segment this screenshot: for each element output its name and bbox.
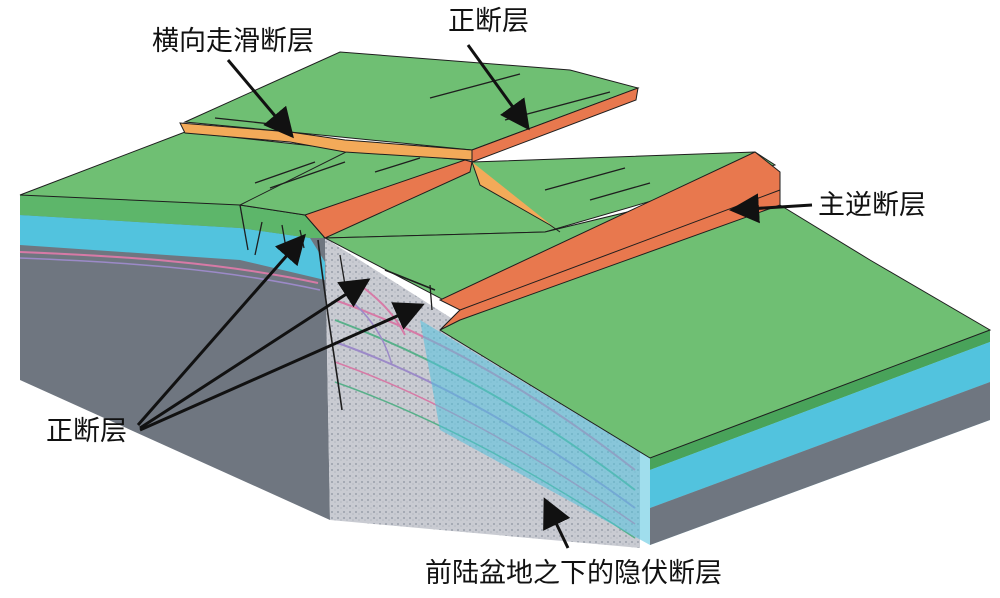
left-block-front-face xyxy=(19,195,330,520)
label-normal-fault-top: 正断层 xyxy=(448,6,529,37)
label-normal-fault-left: 正断层 xyxy=(46,416,127,447)
arrow-strike-slip xyxy=(226,59,294,139)
arrow-normal-fault-left-1 xyxy=(136,233,306,426)
label-main-thrust-fault: 主逆断层 xyxy=(818,190,926,221)
normal-fault-scarp xyxy=(471,87,639,163)
arrow-normal-fault-left-2 xyxy=(139,278,371,430)
label-strike-slip-fault: 横向走滑断层 xyxy=(152,26,314,57)
annotation-arrows xyxy=(136,44,813,549)
arrow-normal-fault-left-3 xyxy=(139,302,425,432)
right-block-front-face xyxy=(420,320,990,545)
arrow-main-thrust xyxy=(729,193,813,224)
label-hidden-fault: 前陆盆地之下的隐伏断层 xyxy=(425,558,722,589)
main-thrust-scarp-edge xyxy=(438,151,781,311)
arrow-hidden-fault xyxy=(543,497,571,549)
arrow-normal-fault-top xyxy=(466,44,530,131)
thrust-fault-scarp-upper xyxy=(304,159,473,239)
buried-faults xyxy=(317,239,436,411)
strike-slip-fault-trace xyxy=(471,161,561,233)
